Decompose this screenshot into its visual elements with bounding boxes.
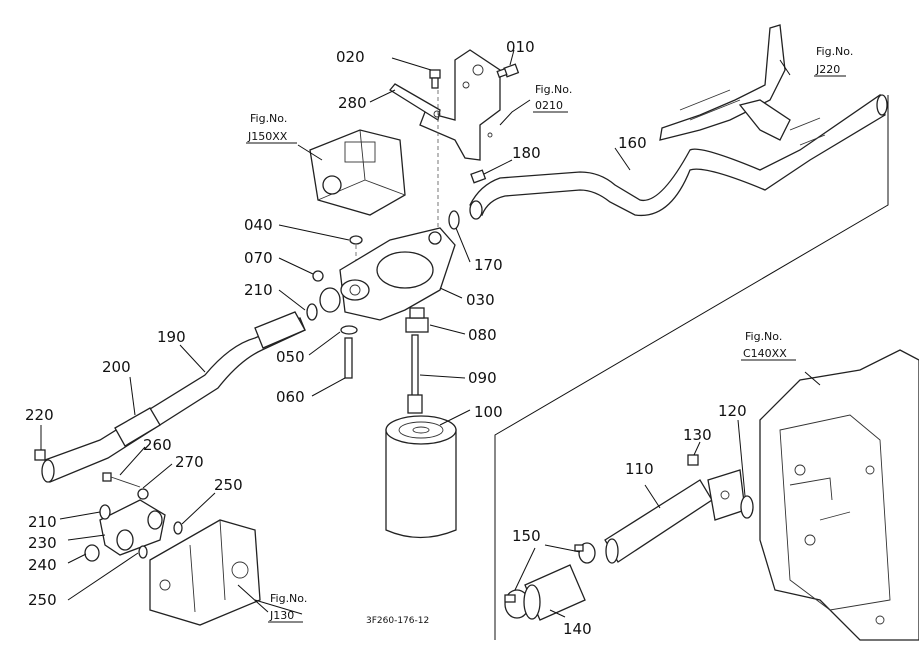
fig-ref-j220: Fig.No. J220 bbox=[814, 45, 853, 77]
fig-ref-j130: Fig.No. J130 bbox=[268, 592, 307, 623]
o-ring-040 bbox=[349, 235, 363, 245]
elbow-fitting-230 bbox=[99, 499, 166, 556]
label-240: 240 bbox=[28, 556, 57, 574]
fig-ref-number: J130 bbox=[269, 609, 294, 622]
label-110: 110 bbox=[625, 460, 654, 478]
fitting-180 bbox=[470, 169, 487, 184]
figure-references: Fig.No. J220 Fig.No. 0210 Fig.No. J150XX… bbox=[246, 45, 853, 623]
label-280: 280 bbox=[338, 94, 367, 112]
fig-ref-number: 0210 bbox=[535, 99, 563, 112]
bolt-060 bbox=[340, 325, 358, 379]
housing-c140xx bbox=[759, 349, 919, 641]
filter-cartridge-100 bbox=[385, 415, 457, 539]
label-010: 010 bbox=[506, 38, 535, 56]
label-050: 050 bbox=[276, 348, 305, 366]
strap-280 bbox=[389, 83, 441, 122]
label-190: 190 bbox=[157, 328, 186, 346]
label-150: 150 bbox=[512, 527, 541, 545]
label-250-lower: 250 bbox=[28, 591, 57, 609]
label-020: 020 bbox=[336, 48, 365, 66]
fig-ref-prefix: Fig.No. bbox=[250, 112, 287, 125]
o-ring-250-upper bbox=[173, 521, 183, 535]
label-070: 070 bbox=[244, 249, 273, 267]
stud-090 bbox=[407, 334, 423, 414]
label-120: 120 bbox=[718, 402, 747, 420]
label-270: 270 bbox=[175, 453, 204, 471]
fig-ref-prefix: Fig.No. bbox=[270, 592, 307, 605]
hose-210-upper bbox=[254, 303, 318, 349]
washer-070 bbox=[312, 270, 324, 282]
fig-ref-j150xx: Fig.No. J150XX bbox=[246, 112, 297, 144]
fitting-010 bbox=[496, 63, 520, 79]
label-090: 090 bbox=[468, 369, 497, 387]
hose-140 bbox=[523, 564, 586, 621]
o-ring-210-lower bbox=[99, 504, 111, 520]
label-230: 230 bbox=[28, 534, 57, 552]
label-180: 180 bbox=[512, 144, 541, 162]
label-170: 170 bbox=[474, 256, 503, 274]
label-250-upper: 250 bbox=[214, 476, 243, 494]
sleeve-200 bbox=[114, 407, 161, 447]
nipple-080 bbox=[405, 307, 429, 333]
o-ring-250-lower bbox=[138, 545, 148, 559]
label-220: 220 bbox=[25, 406, 54, 424]
fig-ref-prefix: Fig.No. bbox=[535, 83, 572, 96]
pipe-160 bbox=[469, 93, 888, 220]
label-130: 130 bbox=[683, 426, 712, 444]
bracket-j220 bbox=[659, 24, 791, 141]
label-030: 030 bbox=[466, 291, 495, 309]
filter-head-030 bbox=[339, 227, 456, 321]
bolt-220 bbox=[34, 449, 46, 461]
o-ring-120 bbox=[740, 495, 754, 519]
pipe-190 bbox=[41, 317, 306, 483]
label-080: 080 bbox=[468, 326, 497, 344]
label-260: 260 bbox=[143, 436, 172, 454]
label-160: 160 bbox=[618, 134, 647, 152]
fig-ref-number: C140XX bbox=[743, 347, 787, 360]
bolt-020 bbox=[429, 69, 441, 89]
pump-j130 bbox=[149, 519, 261, 626]
label-210-lower: 210 bbox=[28, 513, 57, 531]
clamp-150-upper bbox=[574, 542, 596, 564]
label-140: 140 bbox=[563, 620, 592, 638]
o-ring-170 bbox=[448, 210, 460, 230]
label-200: 200 bbox=[102, 358, 131, 376]
clamp-150-lower bbox=[504, 589, 530, 619]
fig-ref-number: J220 bbox=[815, 63, 840, 76]
fig-ref-number: J150XX bbox=[247, 130, 288, 143]
fig-ref-prefix: Fig.No. bbox=[816, 45, 853, 58]
plug-240 bbox=[84, 544, 100, 562]
diagram-code: 3F260-176-12 bbox=[366, 616, 429, 626]
hose-110 bbox=[604, 479, 713, 564]
fig-ref-c140xx: Fig.No. C140XX bbox=[741, 330, 796, 361]
fig-ref-prefix: Fig.No. bbox=[745, 330, 782, 343]
bolt-260 bbox=[102, 472, 141, 488]
union-fitting bbox=[319, 287, 341, 313]
part-labels: 020 010 280 180 160 040 070 210 170 030 … bbox=[25, 38, 747, 638]
fig-ref-0210: Fig.No. 0210 bbox=[533, 83, 572, 113]
pump-j150xx bbox=[309, 129, 406, 216]
label-210-upper: 210 bbox=[244, 281, 273, 299]
label-040: 040 bbox=[244, 216, 273, 234]
label-060: 060 bbox=[276, 388, 305, 406]
washer-270 bbox=[137, 488, 149, 500]
leader-lines bbox=[40, 49, 821, 618]
inset-frame bbox=[494, 95, 889, 640]
label-100: 100 bbox=[474, 403, 503, 421]
